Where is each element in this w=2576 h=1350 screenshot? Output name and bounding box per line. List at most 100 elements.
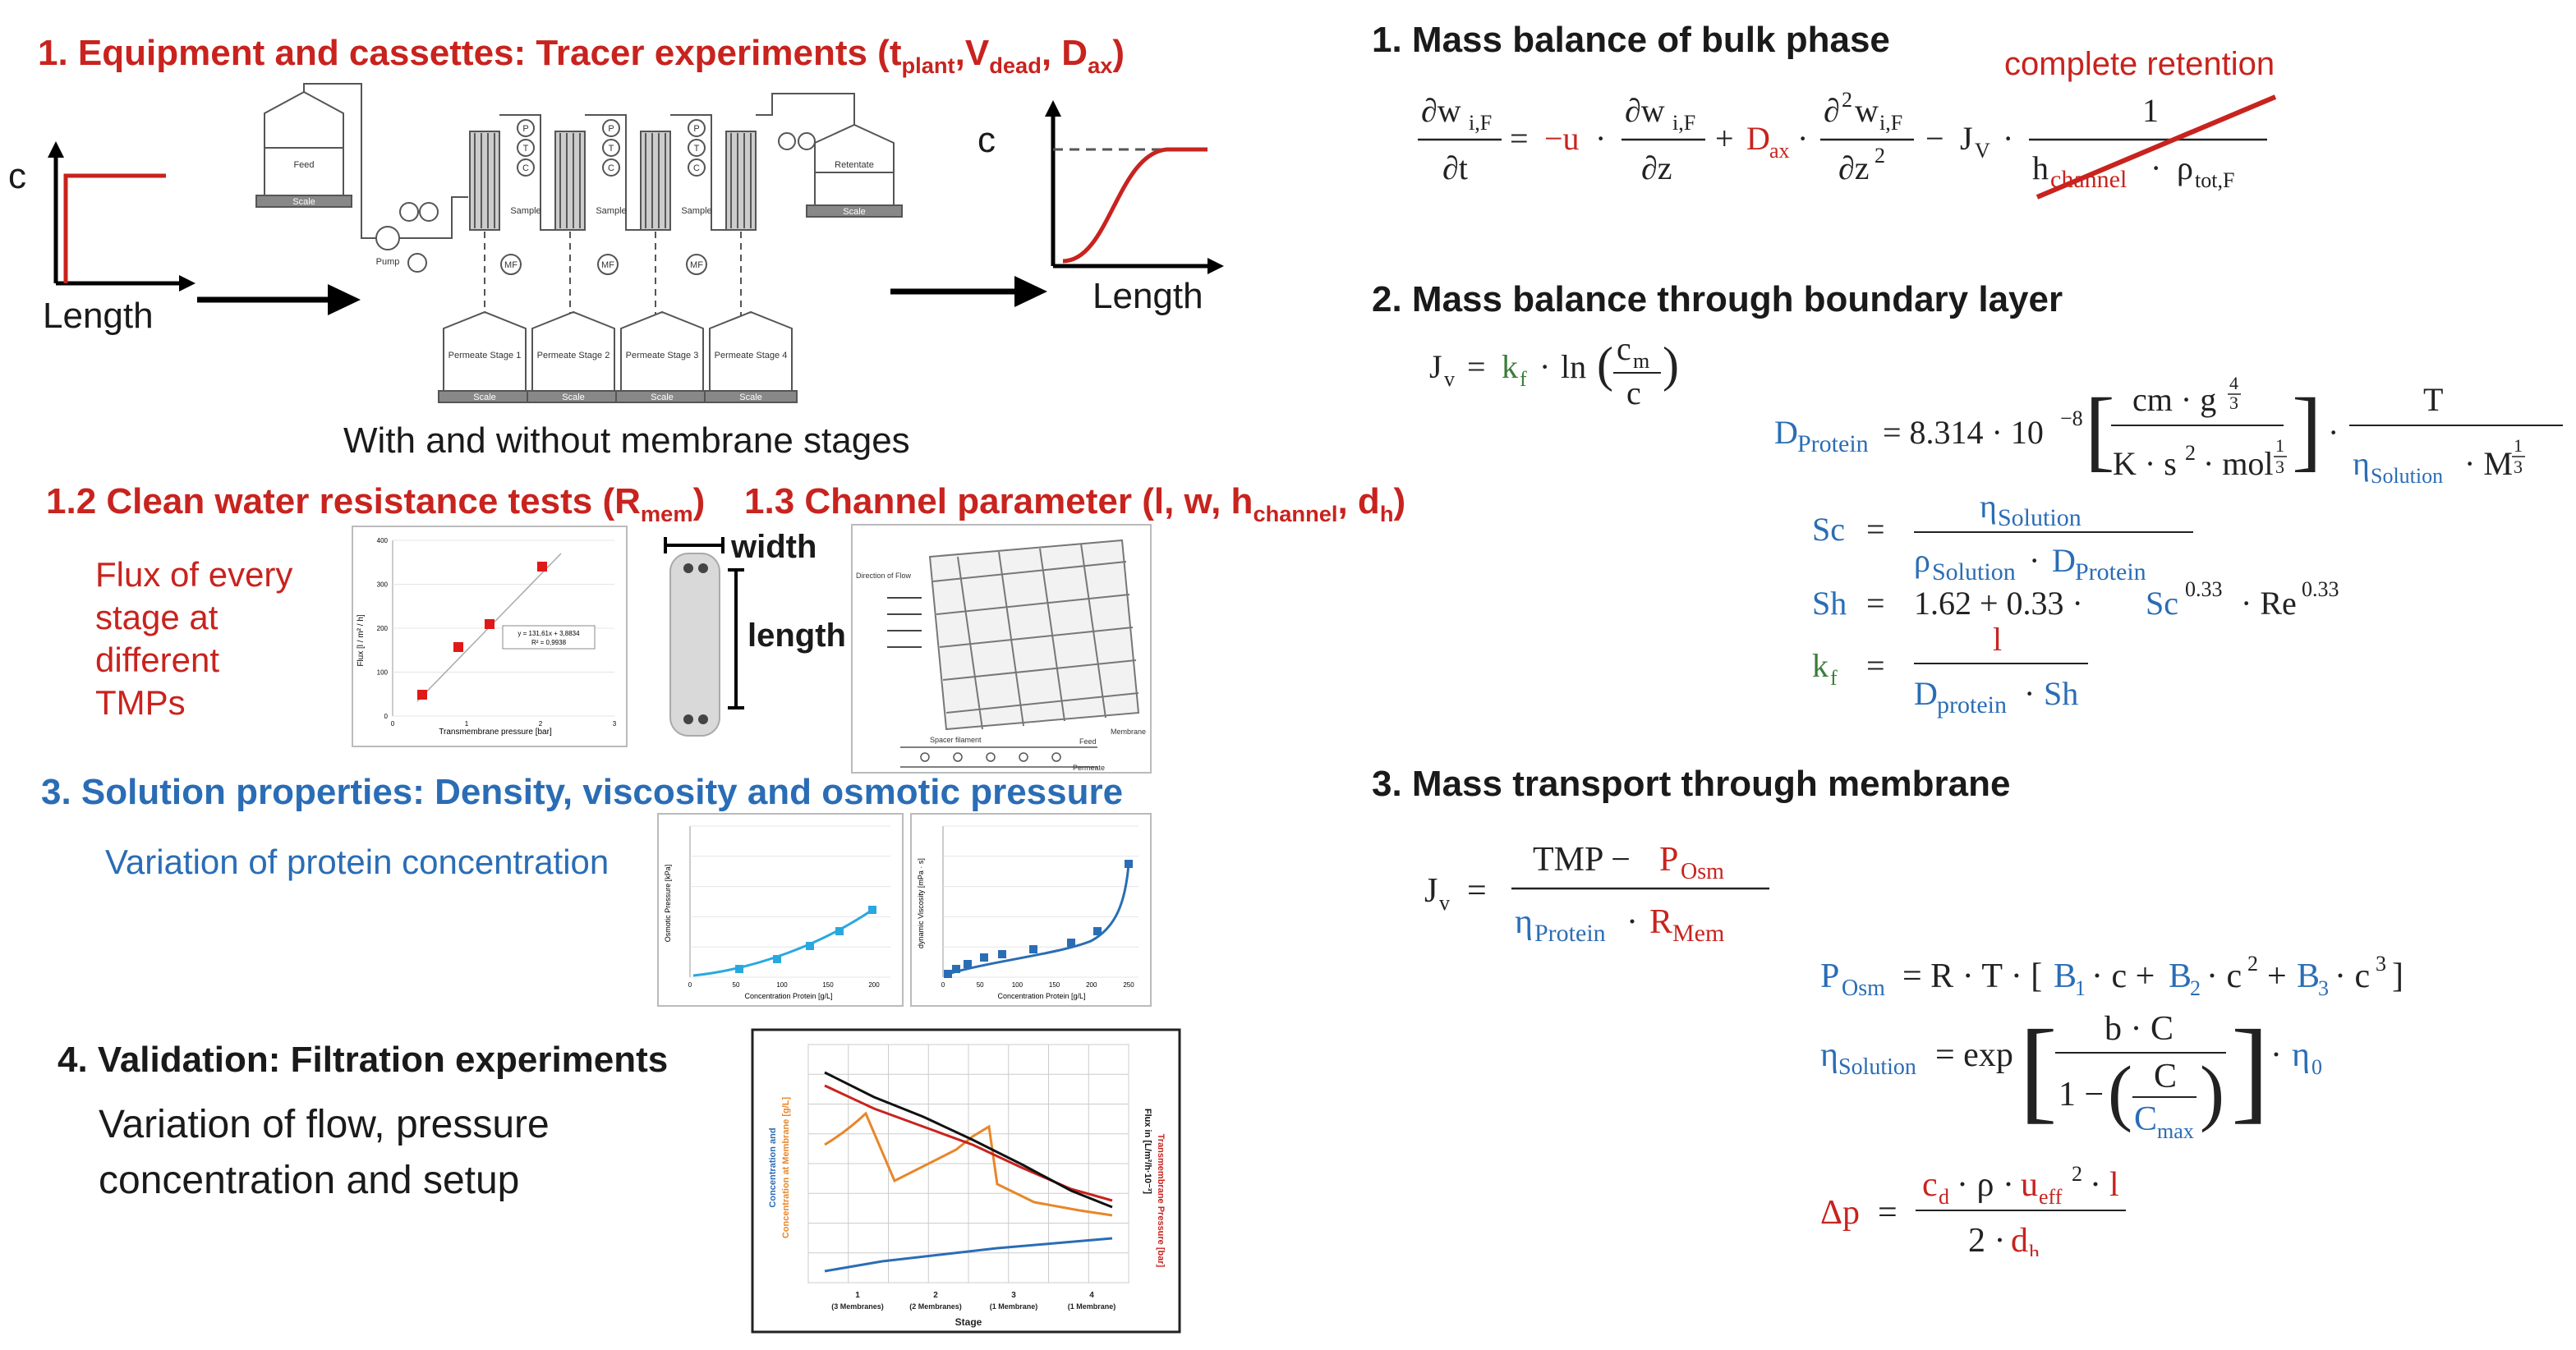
svg-text:v: v xyxy=(1444,367,1455,391)
stage-2: 2 xyxy=(933,1291,938,1300)
osm-x-tick: 50 xyxy=(733,981,740,989)
svg-text:k: k xyxy=(1812,647,1828,684)
svg-text:0.33: 0.33 xyxy=(2302,577,2339,601)
osm-x-tick: 150 xyxy=(822,981,834,989)
svg-text:tot,F: tot,F xyxy=(2195,168,2234,192)
flux-y-tick: 300 xyxy=(377,581,389,589)
channel-spacer-diagram: Direction of Flow Spacer filament Membra… xyxy=(851,524,1152,774)
svg-text:=: = xyxy=(1866,585,1885,622)
c-label: C xyxy=(522,163,529,173)
stage-3: 3 xyxy=(1011,1291,1016,1300)
length-label: length xyxy=(748,618,846,654)
svg-text:c: c xyxy=(1922,1166,1938,1204)
arrow-right-icon xyxy=(890,276,1047,307)
visc-point xyxy=(952,965,960,973)
svg-text:1: 1 xyxy=(2075,976,2086,1000)
svg-text:·: · xyxy=(2029,542,2040,579)
stages-caption: With and without membrane stages xyxy=(343,420,910,461)
flux-y-tick: 0 xyxy=(384,713,389,720)
svg-text:∂z: ∂z xyxy=(1641,149,1672,186)
svg-text:2: 2 xyxy=(2185,441,2196,465)
svg-text:ax: ax xyxy=(1769,139,1790,163)
svg-text:2: 2 xyxy=(1874,144,1885,168)
svg-text:ρ: ρ xyxy=(2177,149,2193,186)
svg-text:eff: eff xyxy=(2039,1185,2063,1209)
svg-text:(: ( xyxy=(1597,338,1613,392)
svg-text:max: max xyxy=(2157,1119,2194,1143)
svg-text:=: = xyxy=(1878,1194,1898,1232)
flux-point xyxy=(537,562,547,572)
svg-text:D: D xyxy=(2052,542,2076,579)
flux-ylabel: Flux [l / m² / h] xyxy=(356,614,366,667)
valid-ylabel-blue: Concentration and xyxy=(768,1127,778,1207)
svg-text:Sc: Sc xyxy=(1812,511,1845,548)
flux-legend-2: R² = 0,9938 xyxy=(531,639,567,646)
svg-text:+: + xyxy=(2267,957,2287,995)
permeate-channel-label: Permeate xyxy=(1073,764,1105,772)
visc-point xyxy=(944,970,952,978)
visc-point xyxy=(1093,927,1102,935)
flux-legend-1: y = 131,61x + 3,8834 xyxy=(518,630,580,637)
valid-ylabel-black: Flux in [L/m²/h·10⁻³] xyxy=(1143,1109,1152,1195)
svg-text:d: d xyxy=(2011,1222,2028,1256)
svg-text:(2 Membranes): (2 Membranes) xyxy=(909,1302,962,1311)
svg-text:C: C xyxy=(2134,1100,2157,1138)
svg-text:η: η xyxy=(2292,1036,2310,1074)
svg-text:): ) xyxy=(2200,1052,2224,1133)
svg-text:T: T xyxy=(609,144,614,154)
svg-text:∂: ∂ xyxy=(1824,92,1840,129)
eq-section-2-title: 2. Mass balance through boundary layer xyxy=(1372,279,2063,319)
valid-ylabel-orange: Concentration at Membrane [g/L] xyxy=(781,1096,791,1238)
scale-label: Scale xyxy=(292,197,315,207)
svg-text:Sc: Sc xyxy=(2146,585,2178,622)
svg-text:Solution: Solution xyxy=(2371,464,2443,488)
visc-point xyxy=(964,960,972,968)
visc-xlabel: Concentration Protein [g/L] xyxy=(997,992,1085,1000)
stage-4: 4 xyxy=(1089,1291,1094,1300)
svg-text:3: 3 xyxy=(2318,976,2329,1000)
visc-x-tick: 50 xyxy=(977,981,984,989)
svg-text:−: − xyxy=(1925,120,1944,157)
svg-text:f: f xyxy=(1830,666,1838,690)
svg-text:k: k xyxy=(1502,348,1518,385)
svg-text:(1 Membrane): (1 Membrane) xyxy=(990,1302,1038,1311)
svg-text:−8: −8 xyxy=(2060,406,2083,430)
step-input-plot xyxy=(48,141,196,292)
sample-label: Sample xyxy=(681,206,711,216)
svg-text:l: l xyxy=(2109,1166,2119,1204)
svg-text:η: η xyxy=(1980,488,1997,525)
svg-text:i,F: i,F xyxy=(1879,111,1902,135)
svg-text:): ) xyxy=(1663,338,1679,392)
svg-text:1 −: 1 − xyxy=(2058,1076,2104,1114)
svg-text:D: D xyxy=(1746,120,1770,157)
svg-text:Solution: Solution xyxy=(1932,558,2016,585)
svg-text:=: = xyxy=(1510,120,1529,157)
svg-text:B: B xyxy=(2297,957,2320,995)
svg-text:=: = xyxy=(1467,348,1486,385)
arrow-right-icon xyxy=(197,284,361,315)
svg-text:· Re: · Re xyxy=(2241,585,2297,622)
section-1-3-title: 1.3 Channel parameter (l, w, hchannel, d… xyxy=(744,481,1406,526)
feed-channel-label: Feed xyxy=(1079,737,1097,746)
svg-text:=: = xyxy=(1467,872,1487,910)
svg-text:· mol: · mol xyxy=(2203,445,2274,482)
svg-text:m: m xyxy=(1633,349,1649,373)
svg-text:1: 1 xyxy=(2142,92,2159,129)
svg-text:w: w xyxy=(1855,92,1879,129)
svg-text:i,F: i,F xyxy=(1469,111,1492,135)
svg-text:C: C xyxy=(608,163,614,173)
svg-text:η: η xyxy=(1515,903,1533,941)
svg-text:Sh: Sh xyxy=(1812,585,1847,622)
svg-text:b · C: b · C xyxy=(2104,1010,2174,1048)
p-label: P xyxy=(522,124,528,134)
flux-x-tick: 0 xyxy=(391,720,395,728)
svg-text:−u: −u xyxy=(1544,120,1580,157)
mf-label: MF xyxy=(504,260,518,270)
svg-text:· M: · M xyxy=(2464,445,2513,482)
svg-text:f: f xyxy=(1520,367,1527,391)
membrane-label: Membrane xyxy=(1111,728,1146,736)
sample-label: Sample xyxy=(596,206,626,216)
